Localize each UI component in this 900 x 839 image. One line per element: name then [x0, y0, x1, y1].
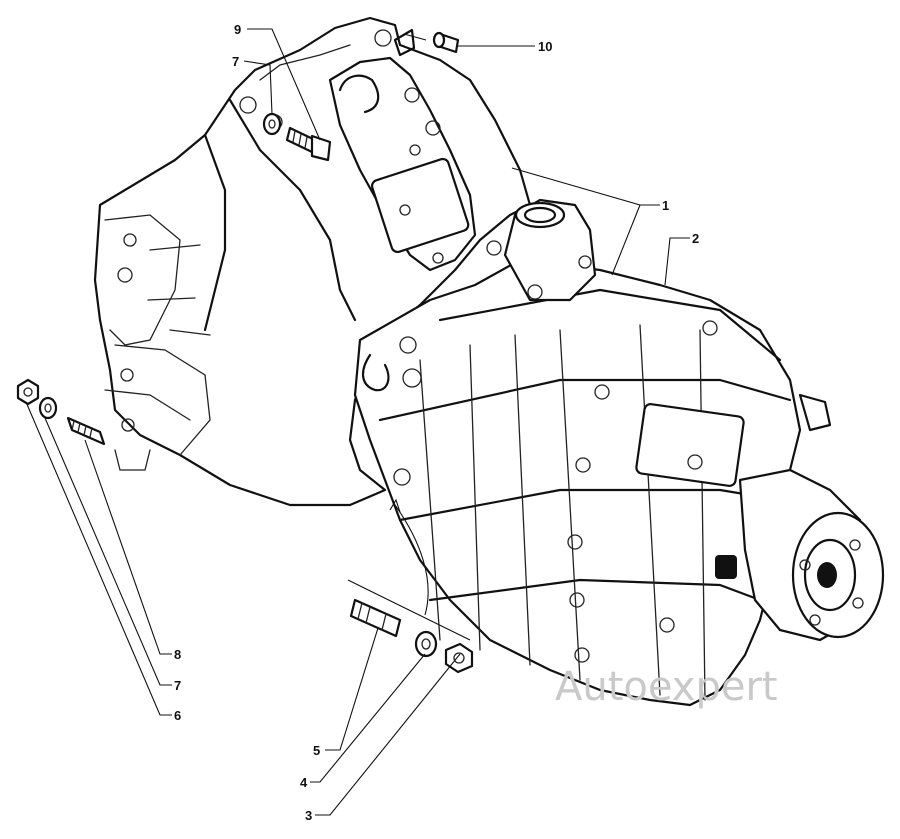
- stud-part-5: [349, 598, 402, 638]
- washer-part-4: [414, 630, 438, 658]
- callout-7-upper: 7: [232, 54, 239, 69]
- callout-7-lower: 7: [174, 678, 181, 693]
- callout-2: 2: [692, 231, 699, 246]
- leader-lines: [25, 28, 690, 816]
- plug-part-10: [432, 31, 460, 54]
- callout-8: 8: [174, 647, 181, 662]
- callout-1: 1: [662, 198, 669, 213]
- washer-part-7-lower: [38, 396, 58, 420]
- release-lever-cover: [328, 28, 477, 272]
- callout-9: 9: [234, 22, 241, 37]
- watermark-text: Autoexpert: [555, 664, 778, 710]
- callout-4: 4: [300, 775, 308, 790]
- bolt-part-9: [285, 126, 332, 162]
- stud-part-8: [66, 416, 106, 446]
- shift-tower: [486, 198, 597, 302]
- callout-6: 6: [174, 708, 181, 723]
- callout-5: 5: [313, 743, 320, 758]
- nut-part-6: [16, 378, 40, 406]
- output-flange: [715, 393, 885, 642]
- callout-3: 3: [305, 808, 312, 823]
- nut-part-3: [444, 642, 474, 674]
- gearbox-case: [353, 258, 802, 707]
- washer-part-7-upper: [262, 112, 282, 136]
- callout-10: 10: [538, 39, 552, 54]
- callout-labels: 1 2 3 4 5 6 7 7 8 9 10: [174, 22, 699, 823]
